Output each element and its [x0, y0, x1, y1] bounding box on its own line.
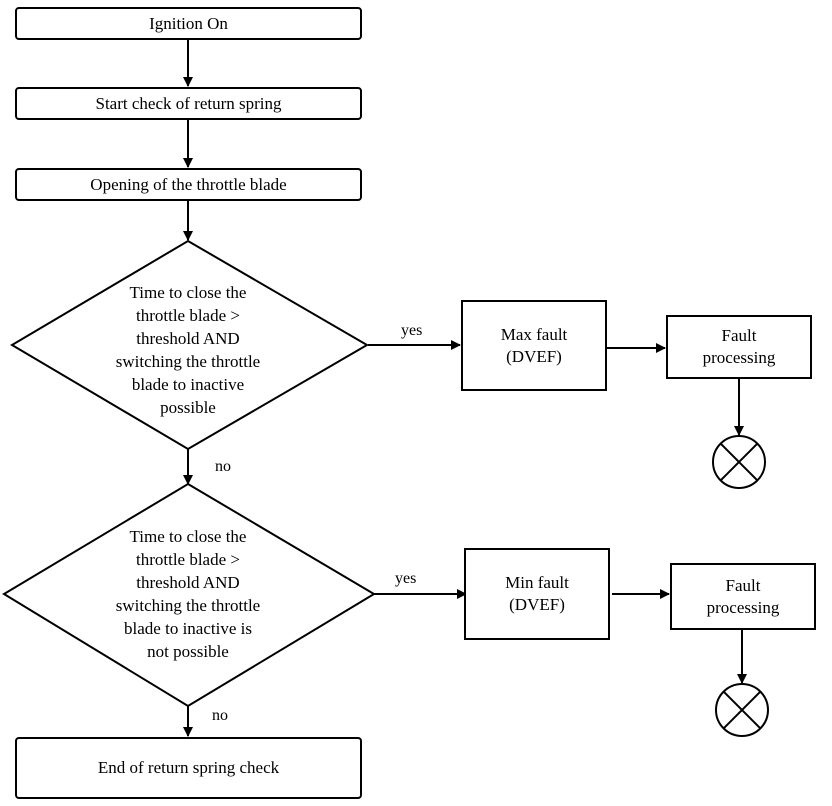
start-check-box: Start check of return spring — [15, 87, 362, 120]
decision-1-text: Time to close the throttle blade > thres… — [115, 283, 261, 417]
circle-x-icon — [715, 683, 769, 737]
max-fault-box: Max fault (DVEF) — [461, 300, 607, 391]
yes-label-2: yes — [395, 570, 417, 587]
decision-1-shape — [10, 239, 369, 451]
no-label-2: no — [212, 707, 228, 724]
fault-processing-1-box: Fault processing — [666, 315, 812, 379]
min-fault-box: Min fault (DVEF) — [464, 548, 610, 640]
decision-2-text: Time to close the throttle blade > thres… — [115, 527, 261, 661]
opening-throttle-box: Opening of the throttle blade — [15, 168, 362, 201]
no-label-1: no — [215, 458, 231, 475]
circle-x-icon — [712, 435, 766, 489]
decision-2-shape — [2, 482, 376, 708]
yes-label-1: yes — [401, 322, 423, 339]
ignition-on-box: Ignition On — [15, 7, 362, 40]
end-check-box: End of return spring check — [15, 737, 362, 799]
fault-processing-2-box: Fault processing — [670, 563, 816, 630]
